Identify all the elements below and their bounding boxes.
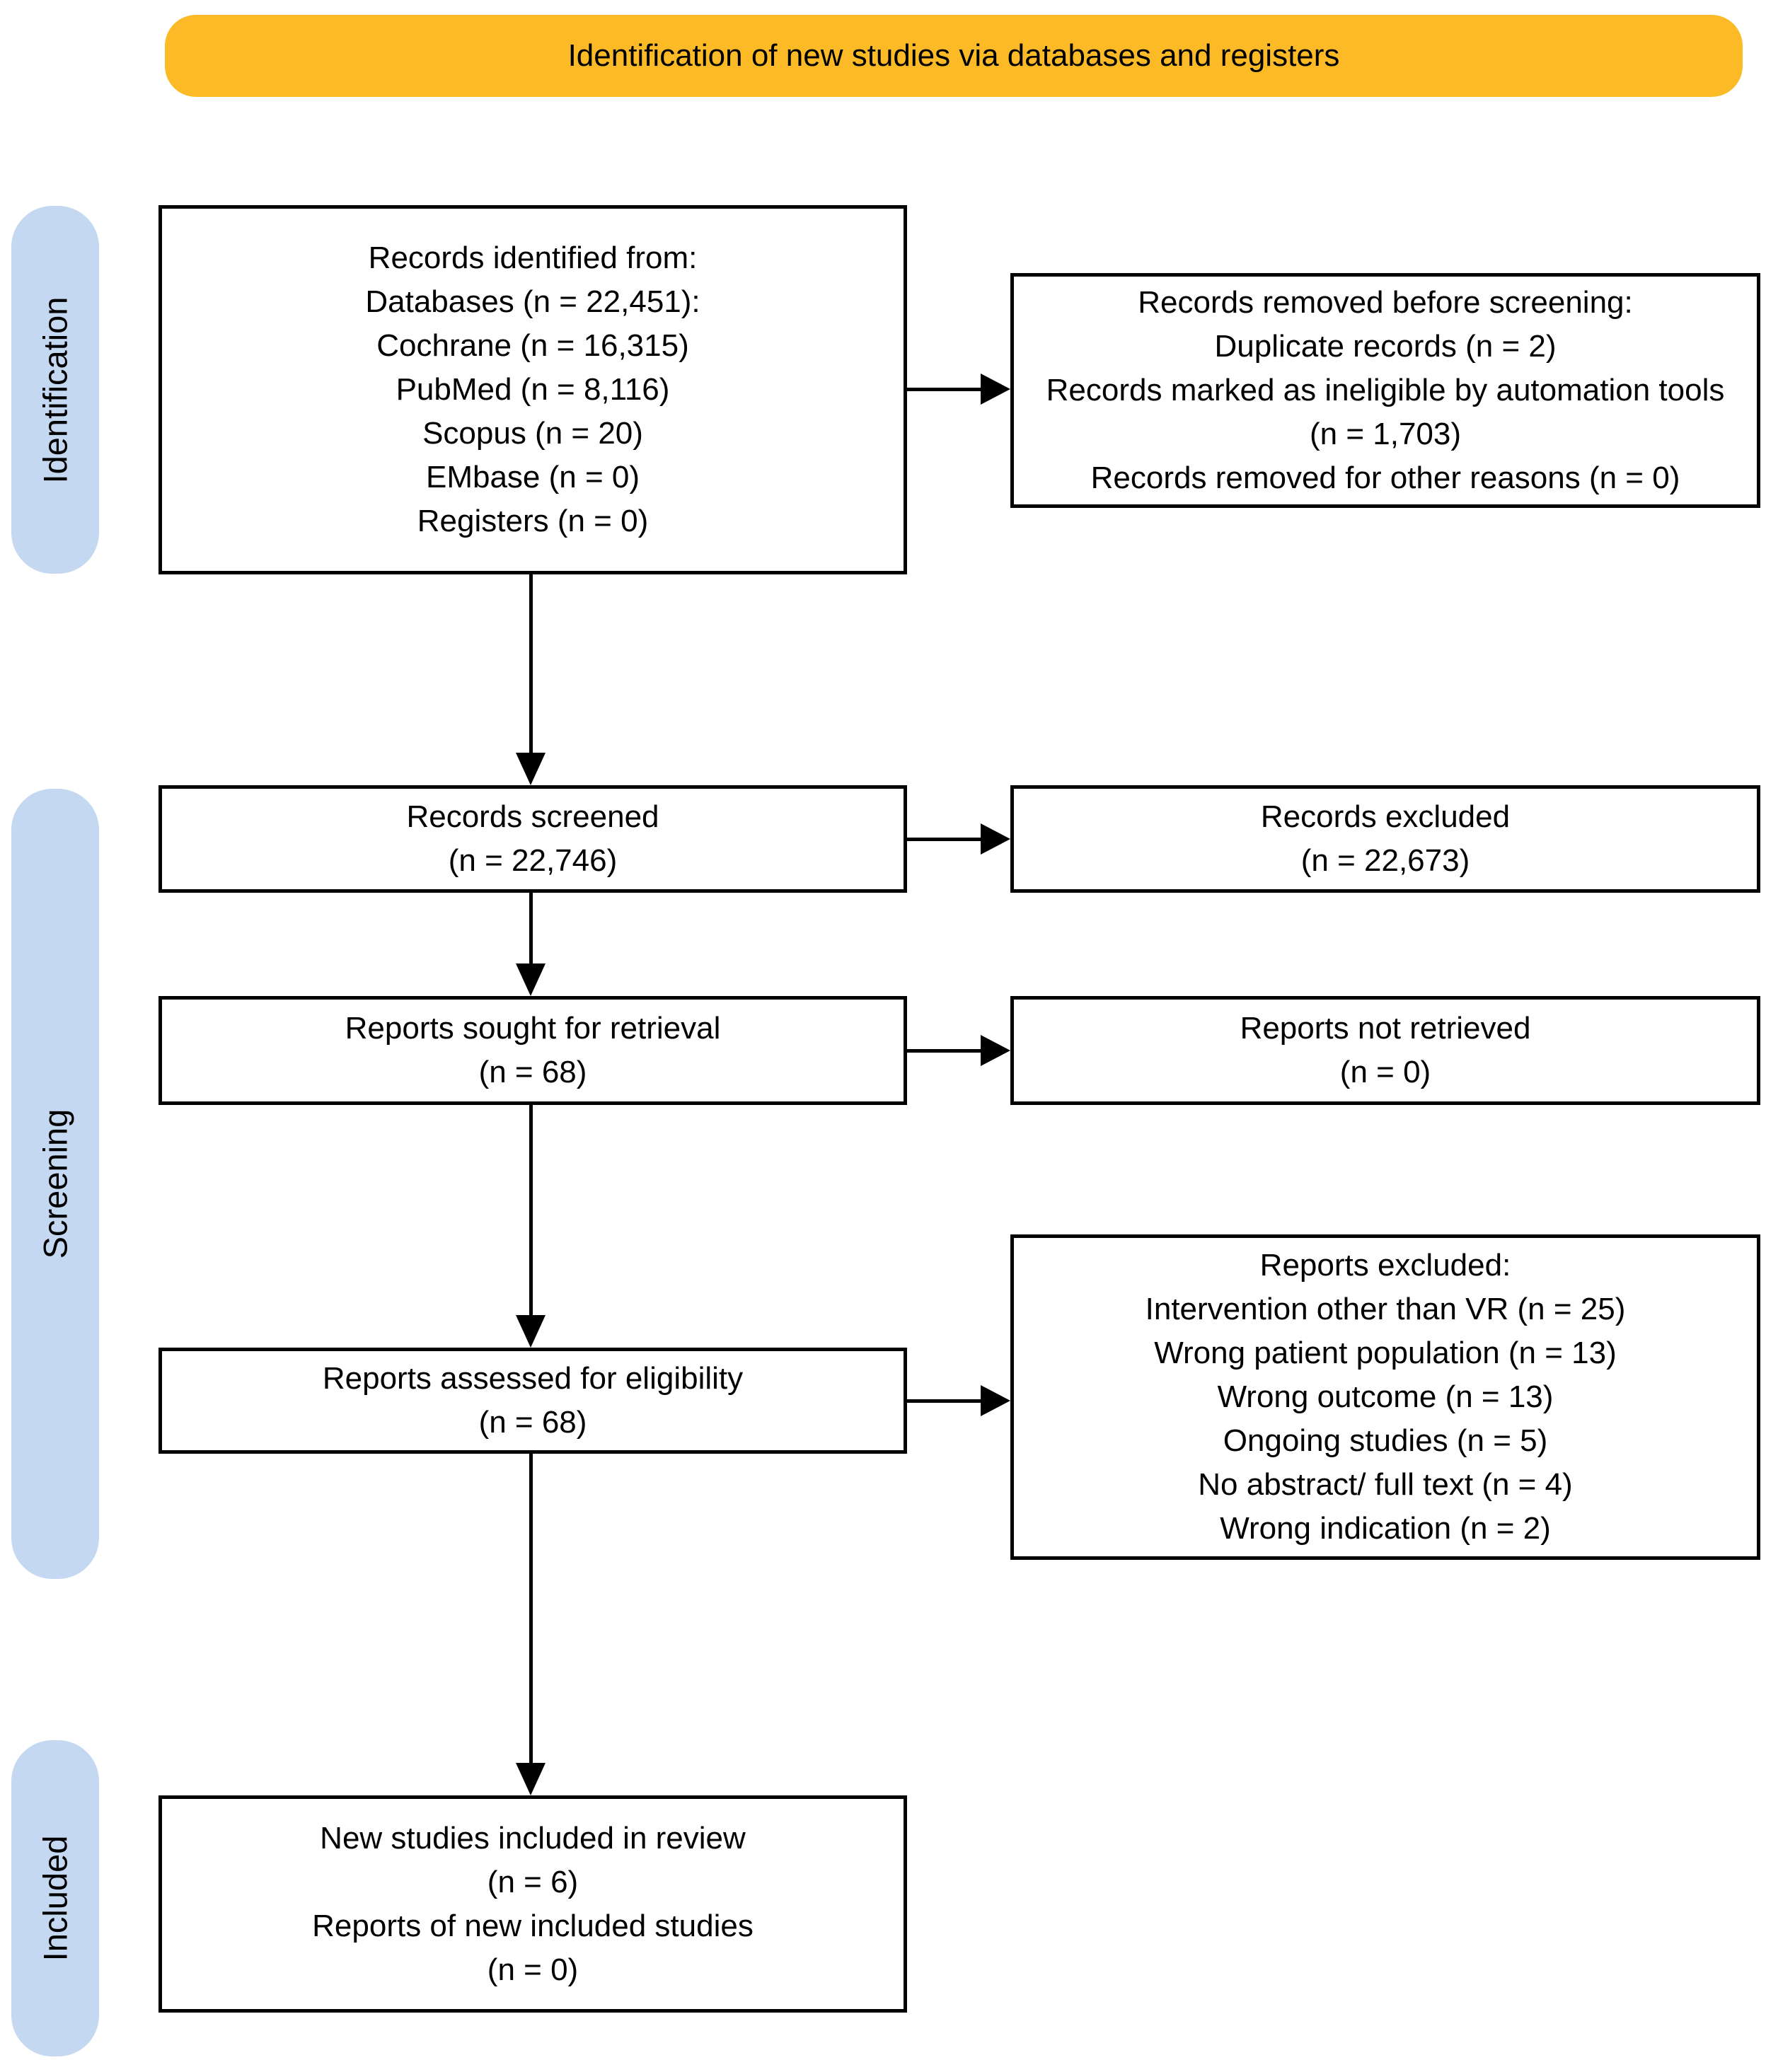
arrow-identified-to-removed	[907, 388, 981, 391]
arrowhead-down-icon	[516, 1763, 546, 1795]
text-line: No abstract/ full text (n = 4)	[1198, 1467, 1573, 1502]
box-records-screened: Records screened (n = 22,746)	[158, 785, 907, 893]
box-reports-assessed: Reports assessed for eligibility (n = 68…	[158, 1348, 907, 1454]
arrowhead-down-icon	[516, 1315, 546, 1348]
stage-label-included: Included	[36, 1835, 74, 1962]
text-line: Reports not retrieved	[1240, 1011, 1531, 1046]
stage-label-screening: Screening	[36, 1109, 74, 1259]
text-line: Wrong outcome (n = 13)	[1217, 1379, 1554, 1414]
arrow-screened-to-sought	[529, 893, 533, 963]
arrowhead-right-icon	[981, 374, 1010, 405]
text-line: PubMed (n = 8,116)	[396, 372, 670, 407]
text-line: Ongoing studies (n = 5)	[1223, 1423, 1548, 1458]
arrow-assessed-to-included	[529, 1454, 533, 1763]
box-reports-excluded: Reports excluded: Intervention other tha…	[1010, 1234, 1760, 1560]
text-line: Cochrane (n = 16,315)	[376, 328, 689, 363]
arrowhead-right-icon	[981, 1035, 1010, 1066]
text-line: Records excluded	[1260, 799, 1511, 834]
arrowhead-right-icon	[981, 823, 1010, 855]
text-line: Records removed for other reasons (n = 0…	[1090, 461, 1680, 495]
text-line: Intervention other than VR (n = 25)	[1145, 1292, 1626, 1326]
text-line: (n = 68)	[478, 1055, 587, 1089]
arrow-assessed-to-reports-excluded	[907, 1399, 981, 1403]
box-new-studies-included: New studies included in review (n = 6) R…	[158, 1795, 907, 2013]
arrow-screened-to-excluded	[907, 838, 981, 841]
text-line: Wrong patient population (n = 13)	[1154, 1336, 1617, 1370]
text-line: Records screened	[406, 799, 659, 834]
arrow-sought-to-not-retrieved	[907, 1049, 981, 1053]
box-records-removed: Records removed before screening: Duplic…	[1010, 273, 1760, 508]
text-line: Reports assessed for eligibility	[322, 1361, 744, 1396]
stage-label-identification: Identification	[36, 296, 74, 483]
box-reports-not-retrieved: Reports not retrieved (n = 0)	[1010, 996, 1760, 1105]
text-line: Databases (n = 22,451):	[365, 284, 700, 319]
arrowhead-down-icon	[516, 963, 546, 996]
text-line: (n = 6)	[487, 1864, 579, 1899]
stage-pill-included: Included	[11, 1740, 99, 2056]
banner: Identification of new studies via databa…	[165, 15, 1743, 97]
box-records-identified: Records identified from: Databases (n = …	[158, 205, 907, 574]
text-line: (n = 0)	[487, 1952, 579, 1987]
text-line: Records marked as ineligible by automati…	[1046, 373, 1725, 451]
stage-pill-identification: Identification	[11, 206, 99, 574]
arrow-sought-to-assessed	[529, 1105, 533, 1315]
arrow-identified-to-screened	[529, 574, 533, 753]
text-line: (n = 0)	[1339, 1055, 1431, 1089]
text-line: Reports of new included studies	[312, 1908, 754, 1943]
box-reports-sought: Reports sought for retrieval (n = 68)	[158, 996, 907, 1105]
text-line: Registers (n = 0)	[417, 504, 649, 538]
text-line: (n = 68)	[478, 1405, 587, 1440]
text-line: Reports excluded:	[1259, 1248, 1511, 1283]
text-line: Duplicate records (n = 2)	[1214, 329, 1557, 364]
text-line: Records identified from:	[368, 241, 698, 275]
text-line: Reports sought for retrieval	[345, 1011, 721, 1046]
text-line: Wrong indication (n = 2)	[1220, 1511, 1551, 1546]
arrowhead-down-icon	[516, 753, 546, 785]
text-line: Scopus (n = 20)	[422, 416, 643, 451]
text-line: (n = 22,673)	[1300, 843, 1470, 878]
text-line: New studies included in review	[320, 1820, 746, 1856]
banner-title: Identification of new studies via databa…	[567, 38, 1340, 73]
text-line: Records removed before screening:	[1138, 285, 1633, 320]
box-records-excluded: Records excluded (n = 22,673)	[1010, 785, 1760, 893]
stage-pill-screening: Screening	[11, 789, 99, 1579]
text-line: EMbase (n = 0)	[425, 460, 640, 494]
arrowhead-right-icon	[981, 1385, 1010, 1416]
text-line: (n = 22,746)	[448, 843, 618, 878]
